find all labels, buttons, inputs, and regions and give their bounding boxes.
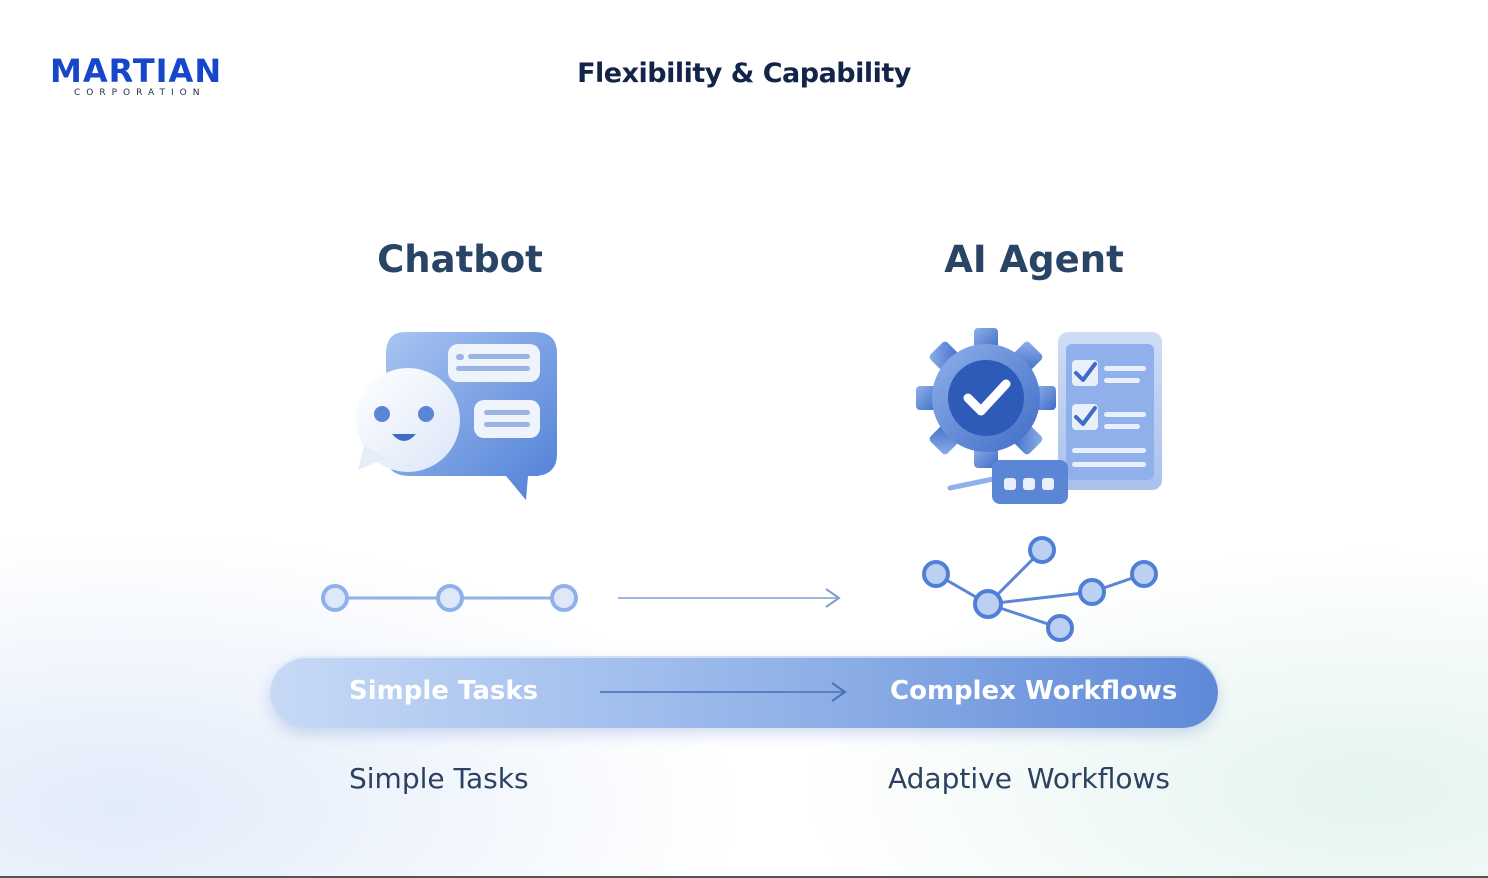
caption-adaptive-workflows: Adaptive Workflows [888, 762, 1170, 795]
chat-bubbles-icon [356, 332, 557, 500]
linear-path-icon [321, 584, 578, 612]
logo-subtitle: CORPORATION [74, 88, 206, 98]
bottom-divider [0, 876, 1488, 878]
bar-left-label: Simple Tasks [349, 676, 539, 706]
bar-arrow-icon [600, 682, 847, 702]
branching-network-icon [922, 536, 1158, 642]
bar-right-label: Complex Workflows [890, 676, 1178, 706]
capability-progress-bar: Simple Tasks Complex Workflows [270, 656, 1218, 728]
page-title: Flexibility & Capability [577, 58, 911, 89]
logo-wordmark: MARTIAN [50, 52, 223, 90]
caption-simple-tasks: Simple Tasks [349, 762, 529, 795]
ai-agent-heading: AI Agent [944, 238, 1124, 281]
chatbot-heading: Chatbot [377, 238, 543, 281]
arrow-right-icon [618, 588, 841, 608]
martian-logo: MARTIAN CORPORATION [50, 54, 240, 102]
gear-checklist-icon [916, 328, 1162, 504]
